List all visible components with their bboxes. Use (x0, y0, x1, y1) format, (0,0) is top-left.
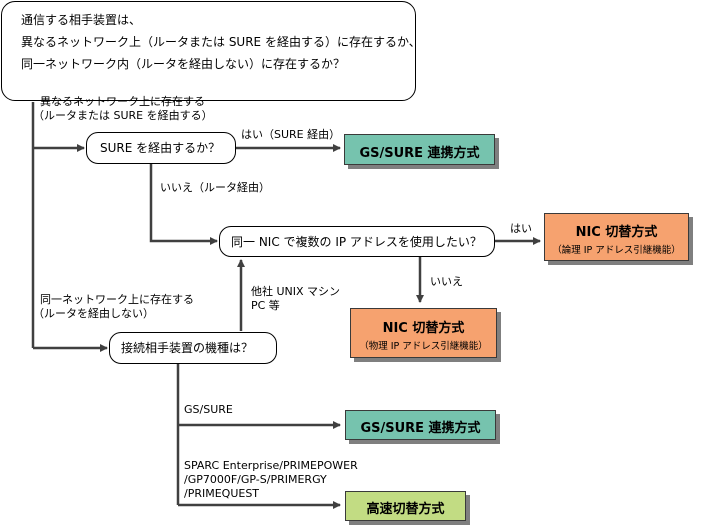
label-yes-sure: はい（SURE 経由） (241, 128, 341, 141)
label-other-unix-2: PC 等 (251, 299, 280, 312)
label-different-network-2: （ルータまたは SURE を経由する） (33, 109, 213, 122)
result-gs-sure-1-main: GS/SURE 連携方式 (359, 146, 480, 161)
sure-question-box: SURE を経由するか？ (86, 132, 236, 164)
label-same-network-2: （ルータを経由しない） (33, 307, 154, 320)
result-nic-logical-sub: （論理 IP アドレス引継機能） (552, 245, 681, 256)
arrow-sure-no (149, 163, 218, 245)
result-nic-physical-main: NIC 切替方式 (382, 321, 465, 336)
result-nic-logical: NIC 切替方式 （論理 IP アドレス引継機能） (544, 213, 689, 261)
nic-question-box: 同一 NIC で複数の IP アドレスを使用したい？ (219, 226, 495, 257)
label-sparc-3: /PRIMEQUEST (184, 487, 260, 500)
result-nic-physical: NIC 切替方式 （物理 IP アドレス引継機能） (350, 308, 497, 358)
nic-question-text: 同一 NIC で複数の IP アドレスを使用したい？ (231, 235, 482, 249)
label-no-router: いいえ（ルータ経由） (160, 181, 270, 194)
label-other-unix-1: 他社 UNIX マシン (251, 285, 341, 298)
top-question-box: 通信する相手装置は、 異なるネットワーク上（ルータまたは SURE を経由する）… (1, 1, 421, 101)
label-yes: はい (510, 222, 532, 235)
label-gs-sure: GS/SURE (184, 403, 233, 416)
result-nic-physical-sub: （物理 IP アドレス引継機能） (359, 341, 488, 352)
result-nic-logical-main: NIC 切替方式 (575, 225, 658, 240)
model-question-box: 接続相手装置の機種は？ (109, 332, 277, 364)
label-no: いいえ (430, 275, 463, 288)
top-question-line-2: 異なるネットワーク上（ルータまたは SURE を経由する）に存在するか、 (21, 35, 421, 49)
result-gs-sure-2-main: GS/SURE 連携方式 (360, 421, 481, 436)
model-question-text: 接続相手装置の機種は？ (121, 341, 254, 355)
result-gs-sure-1: GS/SURE 連携方式 (344, 134, 495, 165)
label-sparc-2: /GP7000F/GP-S/PRIMERGY (184, 473, 327, 486)
label-same-network-1: 同一ネットワーク上に存在する (40, 293, 194, 306)
top-question-line-1: 通信する相手装置は、 (21, 13, 142, 27)
result-fast-switch-main: 高速切替方式 (366, 502, 445, 517)
result-gs-sure-2: GS/SURE 連携方式 (345, 410, 496, 440)
sure-question-text: SURE を経由するか？ (100, 141, 221, 155)
label-sparc-1: SPARC Enterprise/PRIMEPOWER (184, 459, 358, 472)
result-fast-switch: 高速切替方式 (345, 491, 466, 521)
label-different-network-1: 異なるネットワーク上に存在する (40, 95, 205, 108)
top-question-line-3: 同一ネットワーク内（ルータを経由しない）に存在するか？ (21, 57, 346, 71)
